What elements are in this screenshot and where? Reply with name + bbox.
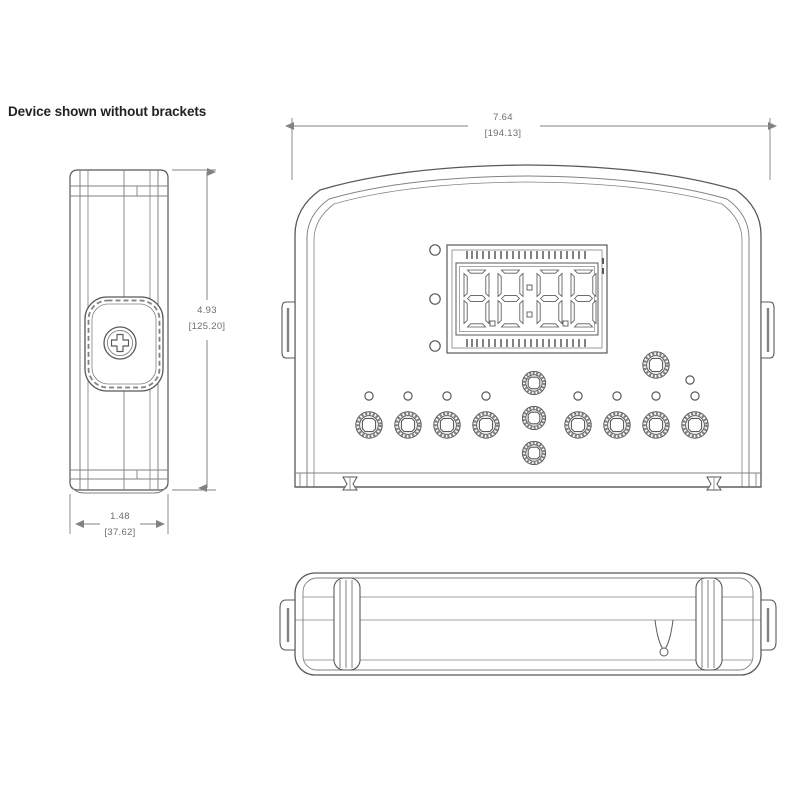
power-button[interactable] [641,350,671,380]
height-dimension: 4.93 [125.20] [172,168,226,492]
status-led-5[interactable] [573,391,583,401]
height-value-mm: [125.20] [189,321,226,332]
keypad-button-5[interactable] [563,410,593,440]
annunciator-ticks-top [466,251,586,259]
mounting-foot-left [342,476,358,491]
bottom-right-boss [760,599,777,651]
keypad-button-3[interactable] [432,410,462,440]
left-mounting-boss [281,301,296,359]
front-view [281,164,775,491]
depth-value-mm: [37.62] [104,527,135,538]
mounting-foot-right [706,476,722,491]
keypad-button-6[interactable] [602,410,632,440]
keypad-button-4[interactable] [471,410,501,440]
depth-value-inches: 1.48 [110,511,130,522]
nav-button-down[interactable] [521,440,547,466]
annunciator-ticks-bottom [466,339,586,347]
nav-button-up[interactable] [521,370,547,396]
width-value-mm: [194.13] [485,128,522,139]
status-led-4[interactable] [481,391,491,401]
status-led-9[interactable] [685,375,695,385]
display-indicator-circle-3 [429,340,441,352]
decimal-point-2 [562,320,569,327]
lcd-display [446,244,608,354]
keypad-button-8[interactable] [680,410,710,440]
vent-detail [654,619,674,657]
screw-boss-plate [84,296,164,392]
depth-dimension: 1.48 [37.62] [69,494,169,538]
status-led-3[interactable] [442,391,452,401]
display-colon-upper [526,284,533,291]
status-led-2[interactable] [403,391,413,401]
status-led-6[interactable] [612,391,622,401]
keypad-button-7[interactable] [641,410,671,440]
status-led-8[interactable] [690,391,700,401]
status-led-1[interactable] [364,391,374,401]
side-view [69,169,169,494]
drawing-note: Device shown without brackets [8,104,207,119]
status-led-7[interactable] [651,391,661,401]
decimal-point-1 [489,320,496,327]
phillips-screw-icon [103,326,137,360]
bracket-knob-left [333,577,361,671]
right-mounting-boss [760,301,775,359]
display-indicator-circle-2 [429,293,441,305]
width-value-inches: 7.64 [493,112,513,123]
bottom-left-boss [279,599,296,651]
bracket-knob-right [695,577,723,671]
nav-button-enter[interactable] [521,405,547,431]
keypad-button-1[interactable] [354,410,384,440]
bottom-view [279,572,777,676]
height-value-inches: 4.93 [197,305,217,316]
display-indicator-circle-1 [429,244,441,256]
keypad-button-2[interactable] [393,410,423,440]
width-dimension: 7.64 [194.13] [285,112,777,180]
display-colon-lower [526,311,533,318]
